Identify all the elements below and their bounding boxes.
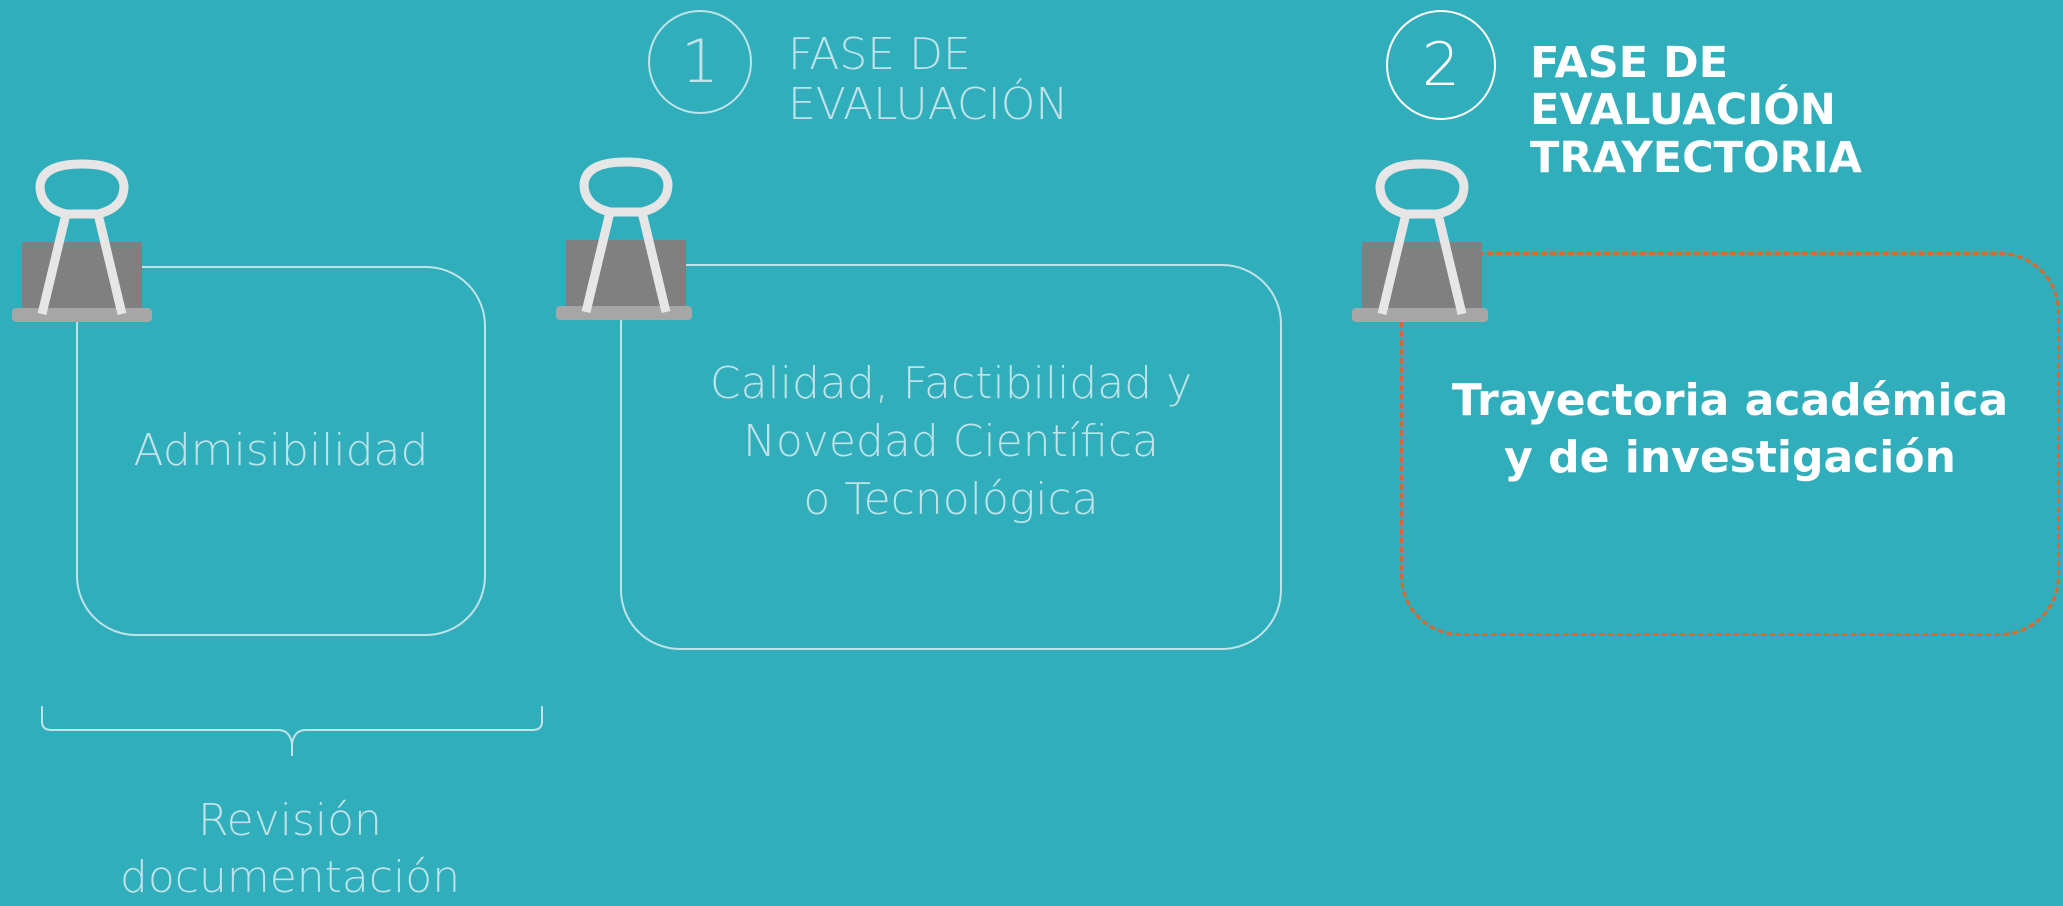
card-admisibilidad: Admisibilidad: [76, 266, 486, 636]
binder-clip-icon: [1352, 159, 1488, 322]
card-calidad-text: Calidad, Factibilidad y Novedad Científi…: [709, 357, 1193, 526]
phase-1-number: 1: [680, 27, 720, 97]
phase-2-title: FASE DE EVALUACIÓN TRAYECTORIA: [1530, 38, 1862, 183]
phase-1-title: FASE DE EVALUACIÓN: [788, 29, 1069, 131]
card-calidad: Calidad, Factibilidad y Novedad Científi…: [620, 264, 1282, 650]
binder-clip-icon: [12, 159, 152, 322]
curly-brace: [41, 706, 543, 756]
brace-note: Revisión documentación: [119, 795, 461, 904]
card-admisibilidad-text: Admisibilidad: [133, 424, 429, 476]
phase-1-number-circle: 1: [648, 10, 752, 114]
card-trayectoria: Trayectoria académica y de investigación: [1400, 252, 2060, 636]
card-trayectoria-text: Trayectoria académica y de investigación: [1451, 374, 2009, 483]
binder-clip-icon: [556, 157, 692, 320]
phase-2-number: 2: [1421, 30, 1461, 100]
phase-2-number-circle: 2: [1386, 10, 1496, 120]
